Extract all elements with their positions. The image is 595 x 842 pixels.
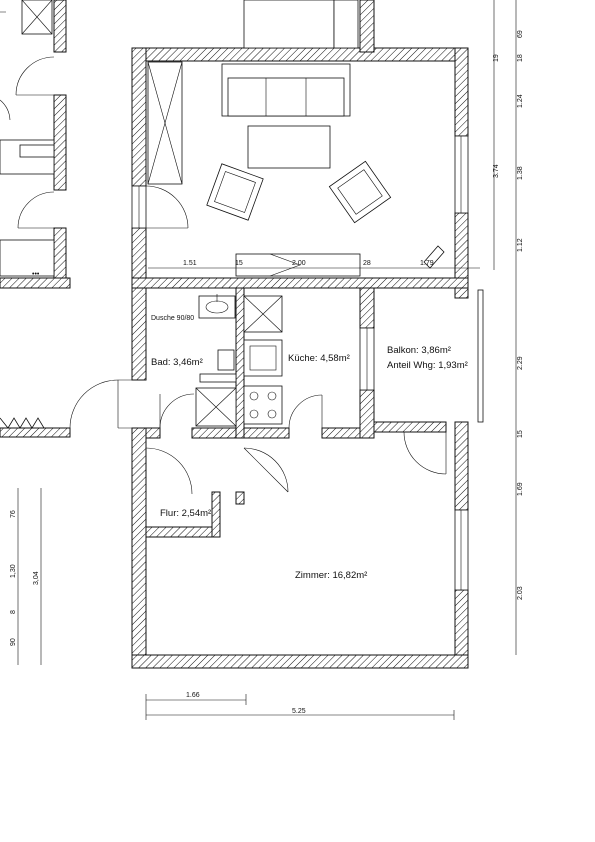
dim-bottom-525: 5.25 <box>292 708 306 715</box>
dim-living-2: 15 <box>235 260 243 267</box>
windows <box>131 135 484 591</box>
dim-left-76: 76 <box>10 510 17 518</box>
dim-right-18: 18 <box>517 54 524 62</box>
dim-left-90: 90 <box>10 638 17 646</box>
neighbour-unit: ••• <box>0 0 119 438</box>
bathroom-fixtures <box>195 294 237 427</box>
dim-right-229: 2.29 <box>517 356 524 370</box>
dim-right-112: 1.12 <box>517 238 524 252</box>
dim-living-3: 2.00 <box>292 260 306 267</box>
living-furniture <box>147 0 445 277</box>
dim-living-4: 28 <box>363 260 371 267</box>
dim-right-69: 69 <box>517 30 524 38</box>
doors <box>118 185 447 495</box>
dim-right-374: 3.74 <box>493 164 500 178</box>
dim-bottom-166: 1.66 <box>186 692 200 699</box>
bad-label: Bad: 3,46m² <box>151 357 203 368</box>
dim-left-304: 3,04 <box>33 571 40 585</box>
room-labels: Dusche 90/80 Bad: 3,46m² Küche: 4,58m² B… <box>151 315 468 581</box>
dim-right-19: 19 <box>493 54 500 62</box>
dim-right-138: 1.38 <box>517 166 524 180</box>
dim-right-15: 15 <box>517 430 524 438</box>
flur-label: Flur: 2,54m² <box>160 508 211 519</box>
dim-left-130: 1,30 <box>10 564 17 578</box>
dim-living-5: 1.79 <box>420 260 434 267</box>
kitchen-fixtures <box>243 295 283 425</box>
dim-left-8: 8 <box>10 610 17 614</box>
svg-text:•••: ••• <box>32 271 40 278</box>
zimmer-label: Zimmer: 16,82m² <box>295 570 367 581</box>
balkon-label: Balkon: 3,86m² <box>387 345 451 356</box>
balkon-anteil-label: Anteil Whg: 1,93m² <box>387 360 468 371</box>
dim-right-124: 1.24 <box>517 94 524 108</box>
dim-living-1: 1.51 <box>183 260 197 267</box>
dim-right-203: 2.03 <box>517 586 524 600</box>
dusche-label: Dusche 90/80 <box>151 315 194 322</box>
dim-right-169: 1.69 <box>517 482 524 496</box>
kueche-label: Küche: 4,58m² <box>288 353 350 364</box>
dimension-lines: 1.51 15 2.00 28 1.79 69 19 18 1.24 1.38 … <box>10 0 524 720</box>
walls <box>131 0 469 669</box>
